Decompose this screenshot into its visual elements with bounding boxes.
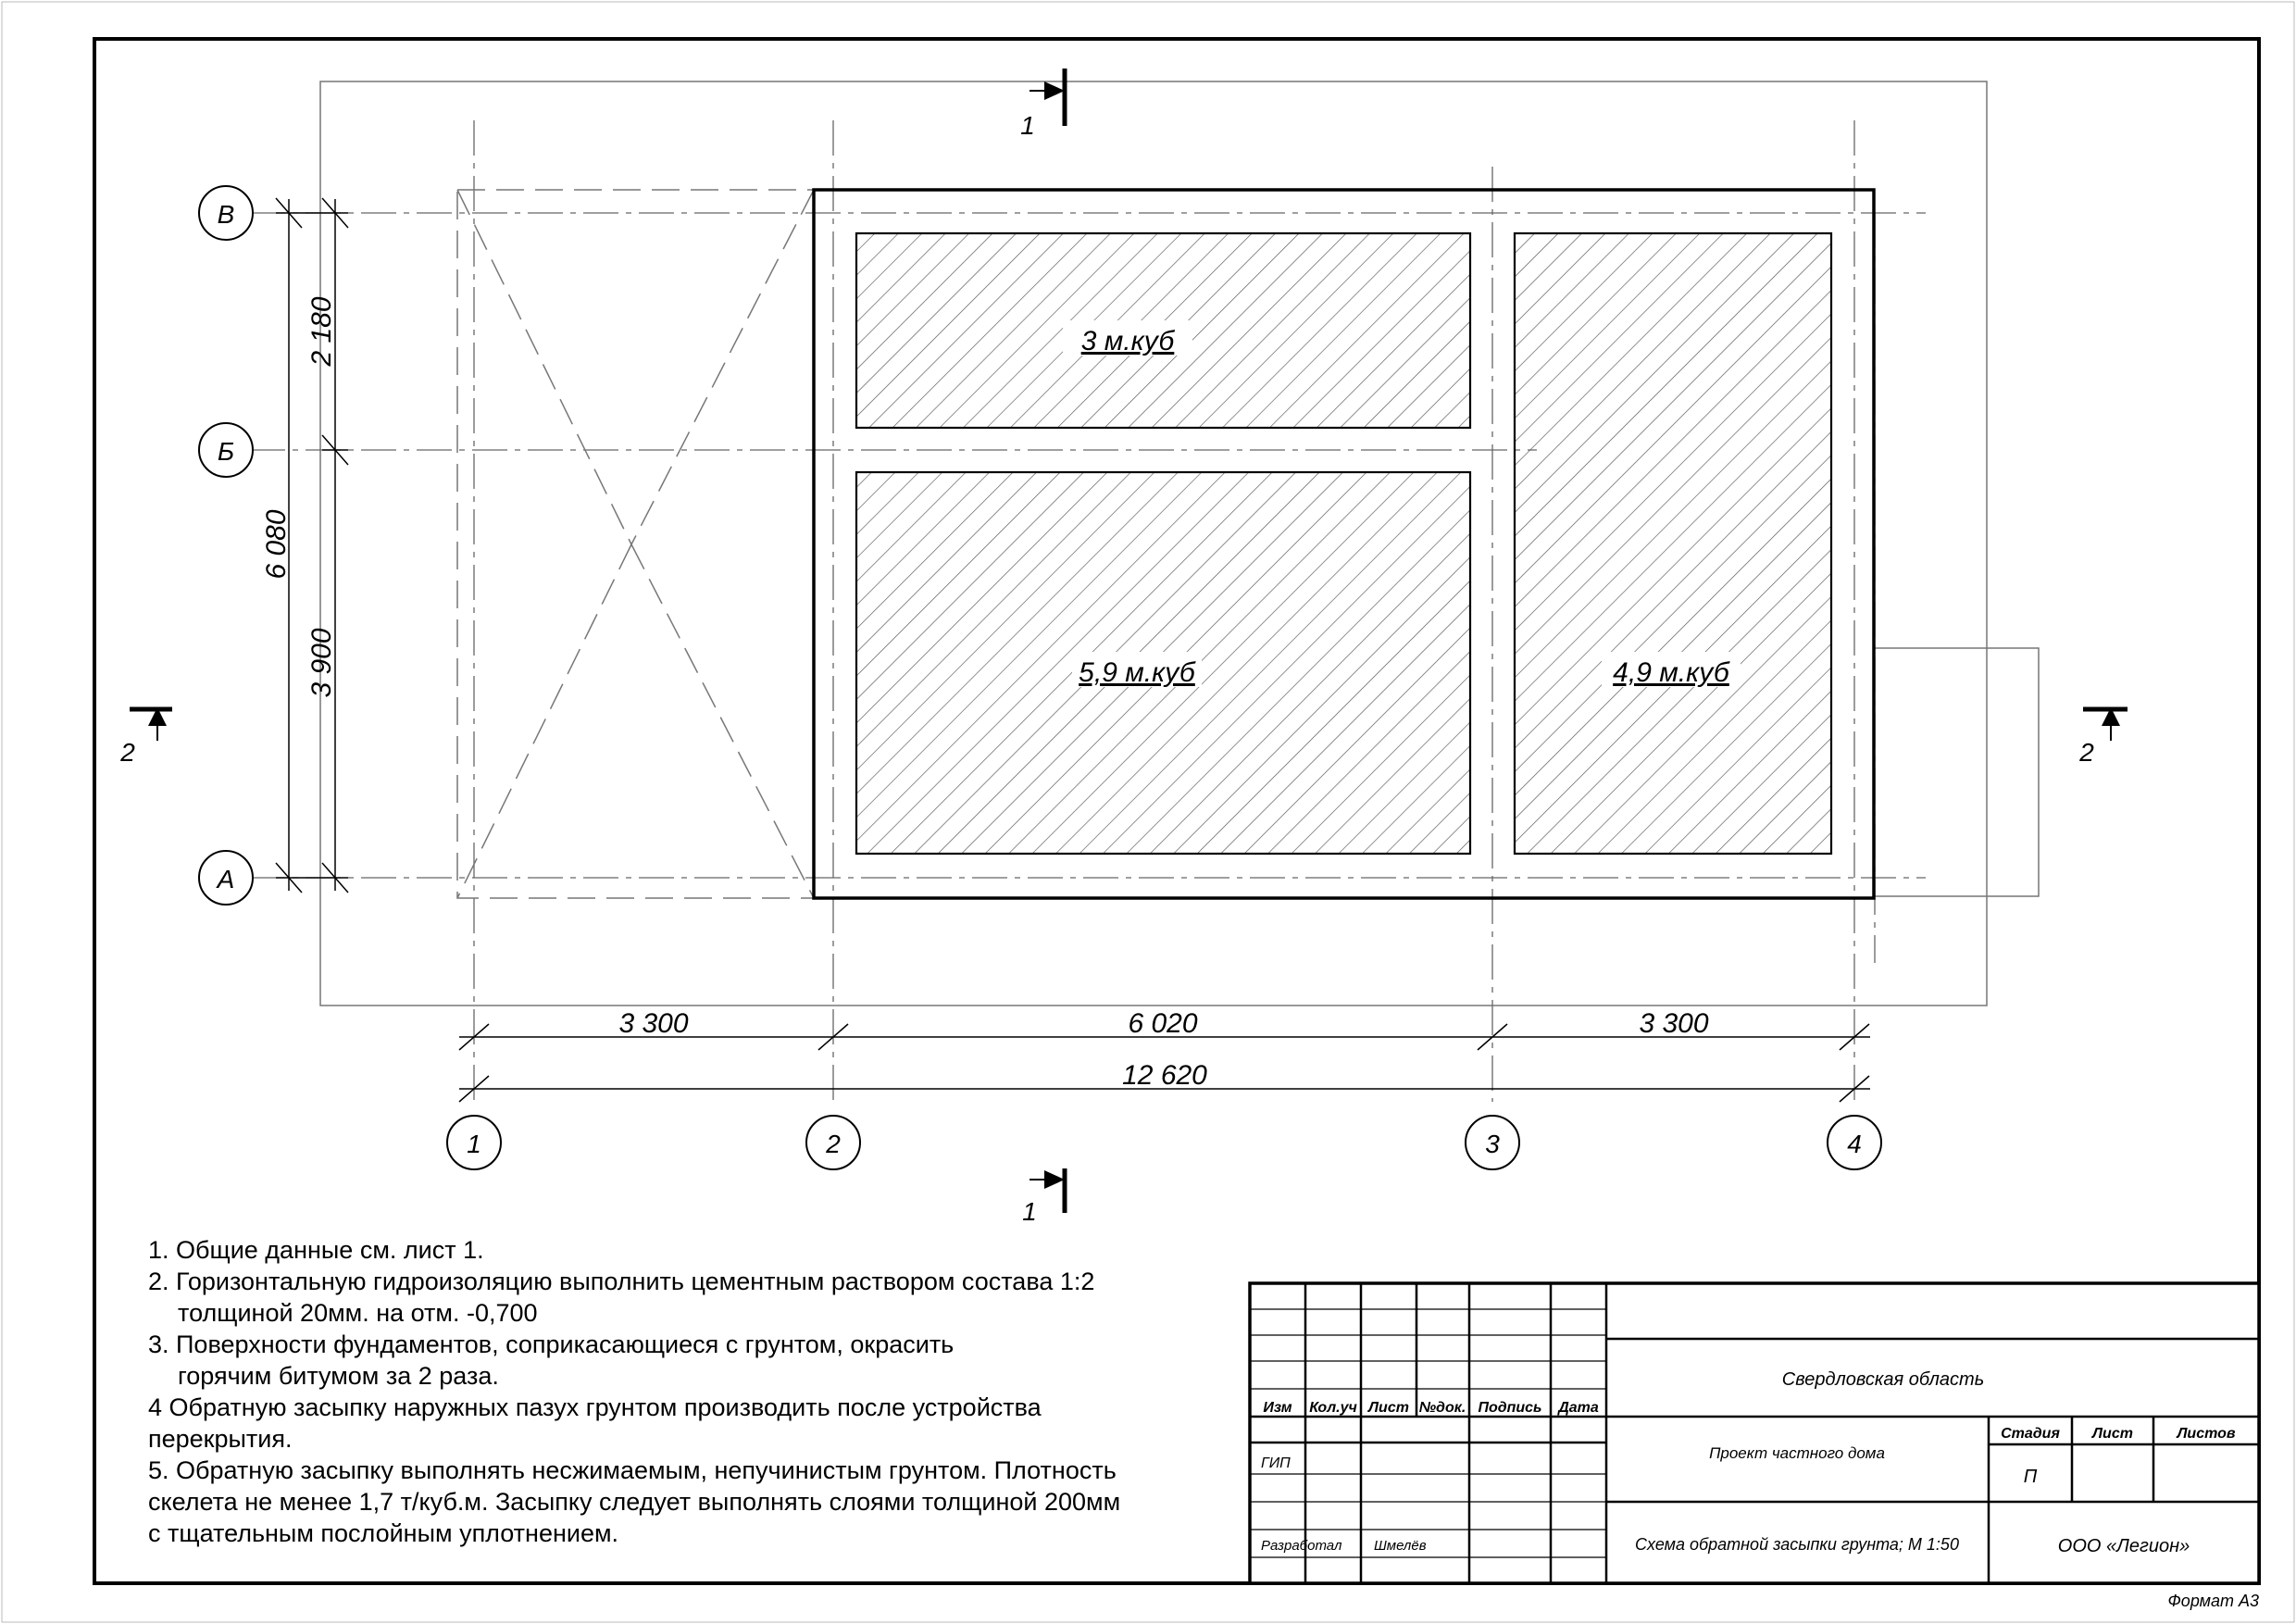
tb-stage-value: П [2024,1467,2038,1487]
svg-text:2: 2 [825,1130,841,1158]
tb-dev-name: Шмелёв [1374,1538,1427,1554]
dim-top-vertical: 2 180 [306,296,337,367]
volume-label-right: 4,9 м.куб [1602,652,1741,688]
note-line: 5. Обратную засыпку выполнять несжимаемы… [148,1456,1117,1484]
porch-outline [1875,647,2040,897]
horizontal-dimension-lines [458,1023,1870,1103]
svg-text:В: В [218,200,235,229]
svg-text:1: 1 [1020,111,1035,140]
svg-text:4: 4 [1847,1130,1862,1158]
axis-bubble-a: А [198,850,254,906]
section-mark-1-top: 1 [1020,69,1067,140]
existing-part-dashed [456,189,815,899]
axis-bubble-1: 1 [446,1115,502,1170]
note-line: горячим битумом за 2 раза. [178,1362,499,1390]
volume-label-bottom: 5,9 м.куб [1072,652,1202,688]
axis-bubble-3: 3 [1465,1115,1520,1170]
tb-sheet-title: Схема обратной засыпки грунта; М 1:50 [1635,1535,1959,1554]
svg-text:Б: Б [218,437,234,466]
svg-text:5,9 м.куб: 5,9 м.куб [1079,657,1196,688]
note-line: толщиной 20мм. на отм. -0,700 [178,1299,538,1327]
vertical-dimension-lines [275,197,349,893]
tb-region: Свердловская область [1782,1369,1984,1390]
foundation-outline [812,188,1876,900]
title-block: Изм Кол.уч Лист №док. Подпись Дата ГИП Р… [1248,1281,2261,1585]
volume-label-top: 3 м.куб [1063,320,1192,356]
tb-company: ООО «Легион» [2058,1536,2190,1556]
note-line: 1. Общие данные см. лист 1. [148,1236,484,1264]
section-mark-2-left: 2 [119,706,172,767]
note-line: перекрытия. [148,1425,293,1453]
dim-right-horizontal: 3 300 [1639,1008,1708,1039]
svg-text:3: 3 [1485,1130,1500,1158]
axis-bubble-2: 2 [805,1115,861,1170]
tb-header-izm: Изм [1263,1400,1292,1416]
tb-header-podpis: Подпись [1478,1400,1541,1416]
svg-text:2: 2 [119,738,135,767]
dim-bottom-vertical: 3 900 [306,628,337,697]
dim-total-vertical: 6 080 [261,509,292,579]
format-label: Формат А3 [2168,1592,2260,1610]
axis-bubble-v: В [198,185,254,241]
tb-header-list: Лист [1367,1400,1409,1416]
dim-left-horizontal: 3 300 [618,1008,688,1039]
tb-header-ndok: №док. [1419,1400,1466,1416]
section-mark-1-bottom: 1 [1022,1168,1067,1226]
note-line: 4 Обратную засыпку наружных пазух грунто… [148,1393,1042,1421]
note-line: 2. Горизонтальную гидроизоляцию выполнит… [148,1268,1095,1295]
drawing-frame [93,37,2261,1585]
note-line: скелета не менее 1,7 т/куб.м. Засыпку сл… [148,1488,1121,1516]
svg-text:1: 1 [467,1130,481,1158]
tb-role-dev: Разработал [1261,1538,1342,1554]
svg-text:А: А [216,865,235,893]
dim-total-horizontal: 12 620 [1122,1060,1207,1091]
tb-role-gip: ГИП [1261,1455,1291,1471]
general-notes: 1. Общие данные см. лист 1. 2. Горизонта… [148,1234,1259,1549]
svg-text:2: 2 [2078,738,2094,767]
section-mark-2-right: 2 [2078,706,2128,767]
tb-sheet-header: Лист [2091,1426,2133,1442]
axis-bubble-b: Б [198,422,254,478]
room-right-backfill [1513,231,1833,856]
svg-text:1: 1 [1022,1197,1037,1226]
tb-sheets-header: Листов [2176,1426,2235,1442]
svg-text:4,9 м.куб: 4,9 м.куб [1613,657,1730,688]
note-line: с тщательным послойным уплотнением. [148,1519,619,1547]
axis-bubble-4: 4 [1827,1115,1882,1170]
tb-stage-header: Стадия [2001,1426,2060,1442]
dim-middle-horizontal: 6 020 [1128,1008,1197,1039]
note-line: 3. Поверхности фундаментов, соприкасающи… [148,1330,955,1358]
tb-project: Проект частного дома [1709,1444,1885,1462]
svg-text:3 м.куб: 3 м.куб [1081,326,1176,356]
tb-header-kol: Кол.уч [1309,1400,1357,1416]
excavation-outline [319,81,1988,1006]
tb-header-data: Дата [1556,1400,1599,1416]
